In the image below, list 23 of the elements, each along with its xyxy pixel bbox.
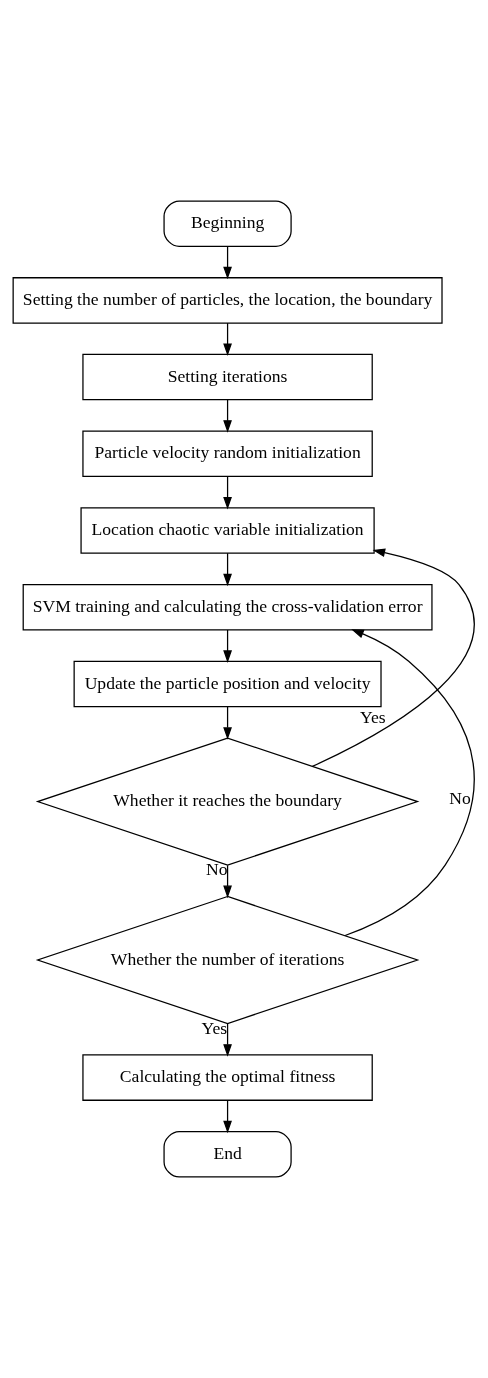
arrow [344,629,475,937]
arrow [223,1099,232,1134]
edge-label: Yes [359,707,386,728]
node-box: Location chaotic variable initialization [80,507,375,554]
arrow [223,706,232,740]
arrow [223,399,232,433]
arrow [223,245,232,280]
node-box: Setting iterations [82,353,373,401]
arrow [223,552,232,587]
arrow [223,322,232,357]
node-box: Particle velocity random initialization [82,430,373,478]
arrow [311,548,475,768]
arrow [223,629,232,663]
node-box: End [163,1131,292,1178]
arrow [223,1023,232,1057]
node-box: Update the particle position and velocity [73,660,382,708]
node-box: Beginning [163,200,292,247]
arrow [223,475,232,510]
edge-label: No [449,788,471,809]
arrow [223,864,232,899]
node-box: Calculating the optimal fitness [82,1054,373,1101]
node-box: Setting the number of particles, the location, the boundary [12,277,443,324]
node-box: SVM training and calculating the cross-validation error [22,584,433,631]
